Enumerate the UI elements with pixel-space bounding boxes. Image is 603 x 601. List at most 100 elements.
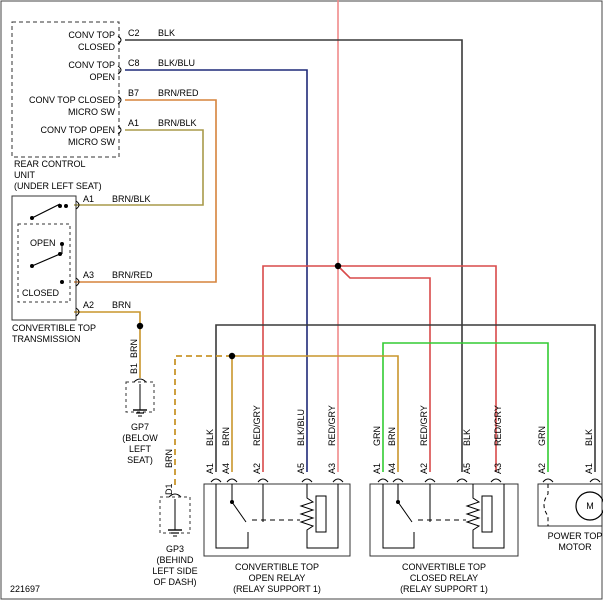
- closed-relay-pin-1: A1: [372, 463, 382, 474]
- rcu-pin1-connector: [117, 35, 122, 45]
- rcu-pin4-connector: [117, 125, 122, 135]
- wire-redgry-branch: [337, 265, 431, 472]
- open-relay-coil-body: [315, 495, 327, 533]
- wires: [74, 0, 596, 486]
- trans-label-2: TRANSMISSION: [12, 334, 81, 344]
- trans-pin2-connector: [75, 277, 80, 287]
- rcu-pin3-wire: BRN/RED: [158, 88, 199, 98]
- splice-brn-trans: [136, 322, 144, 330]
- motor-symbol-label: M: [586, 501, 594, 511]
- gp3-connector: [168, 493, 182, 498]
- gp7-label-3: LEFT: [129, 444, 152, 454]
- wire-blk-c2: [125, 39, 463, 472]
- splice-brn: [228, 352, 236, 360]
- ground-gp3: BRN D1 GP3 (BEHIND LEFT SIDE OF DASH): [152, 449, 197, 587]
- wire-brn-dashed: [174, 355, 232, 486]
- rcu-pin4-id: A1: [128, 118, 139, 128]
- open-relay-label-3: (RELAY SUPPORT 1): [233, 584, 321, 594]
- motor-pin-connectors: [542, 478, 601, 483]
- gp7-connector: [133, 378, 147, 383]
- wire-brnred-b7: [74, 99, 217, 283]
- open-relay-pin-3: A2: [252, 463, 262, 474]
- rcu-pin1-line1: CONV TOP: [68, 30, 115, 40]
- motor-wire-1: GRN: [537, 426, 547, 446]
- closed-relay-switch: [382, 484, 415, 549]
- rcu-pin2-id: C8: [128, 58, 140, 68]
- closed-relay-pin-connectors: [377, 478, 502, 483]
- open-relay-wire-3: RED/GRY: [252, 405, 262, 446]
- wire-brnblk-a1: [74, 129, 204, 206]
- gp7-label-1: GP7: [131, 422, 149, 432]
- gp3-label-1: GP3: [166, 544, 184, 554]
- closed-relay-label-2: CLOSED RELAY: [410, 573, 478, 583]
- splice-redgry: [334, 262, 342, 270]
- figure-id: 221697: [10, 584, 40, 594]
- gp3-label-2: (BEHIND: [156, 555, 194, 565]
- trans-switch-arm-lower: [31, 253, 61, 267]
- trans-closed-label: CLOSED: [22, 288, 60, 298]
- open-relay-pin-connectors: [210, 478, 344, 483]
- trans-pin1-id: A1: [83, 194, 94, 204]
- closed-relay-wire-4: BLK: [462, 429, 472, 446]
- gp3-pin: D1: [164, 483, 174, 495]
- open-relay-switch: [215, 484, 249, 549]
- trans-open-label: OPEN: [30, 238, 56, 248]
- trans-contact: [30, 216, 34, 220]
- open-relay: BLK BRN RED/GRY BLK/BLU RED/GRY A1 A4 A2…: [203, 405, 351, 594]
- open-relay-pin-2: A4: [221, 463, 231, 474]
- rcu-pin2-connector: [117, 65, 122, 75]
- convertible-top-transmission: OPEN CLOSED A1 BRN/BLK A3 BRN/RED A2 BRN…: [11, 194, 153, 344]
- rcu-pin4-line2: MICRO SW: [68, 137, 116, 147]
- rcu-pin3-line2: MICRO SW: [68, 107, 116, 117]
- open-relay-pin-4: A5: [296, 463, 306, 474]
- trans-contact: [64, 204, 68, 208]
- rcu-pin1-line2: CLOSED: [78, 42, 116, 52]
- motor-label-2: MOTOR: [558, 542, 592, 552]
- gp7-label-4: SEAT): [127, 455, 153, 465]
- trans-pin2-wire: BRN/RED: [112, 270, 153, 280]
- closed-relay-wire-3: RED/GRY: [419, 405, 429, 446]
- rear-control-unit: CONV TOP CLOSED C2 BLK CONV TOP OPEN C8 …: [11, 21, 199, 191]
- power-top-motor: GRN BLK A2 A1 M POWER TOP MOTOR: [537, 426, 603, 552]
- closed-relay-pin-3: A2: [419, 463, 429, 474]
- wire-redgry-bus: [262, 265, 338, 472]
- gp3-label-3: LEFT SIDE: [152, 566, 197, 576]
- ground-gp7: BRN B1 GP7 (BELOW LEFT SEAT): [122, 339, 158, 465]
- open-relay-label-1: CONVERTIBLE TOP: [235, 562, 319, 572]
- wire-brn-closed-a4: [232, 355, 399, 472]
- rcu-pin3-id: B7: [128, 88, 139, 98]
- closed-relay-wire-2: BRN: [387, 427, 397, 446]
- trans-outer-box: [11, 195, 77, 321]
- gp3-wire: BRN: [164, 449, 174, 468]
- rcu-label-3: (UNDER LEFT SEAT): [14, 181, 102, 191]
- rcu-pin3-connector: [117, 95, 122, 105]
- open-relay-pin-1: A1: [205, 463, 215, 474]
- closed-relay-coil: [429, 484, 505, 549]
- gp7-pin: B1: [129, 363, 139, 374]
- gp3-label-4: OF DASH): [153, 577, 196, 587]
- trans-pin3-id: A2: [83, 300, 94, 310]
- trans-pin1-wire: BRN/BLK: [112, 194, 151, 204]
- trans-inner-box: [17, 223, 71, 303]
- open-relay-coil: [262, 484, 339, 549]
- rcu-pin1-wire: BLK: [158, 28, 175, 38]
- wire-brn-trans-a2: [74, 311, 141, 378]
- motor-box: [537, 483, 603, 527]
- rcu-label-1: REAR CONTROL: [14, 159, 86, 169]
- trans-contact: [58, 252, 62, 256]
- open-relay-pin-5: A3: [327, 463, 337, 474]
- motor-lead: [543, 484, 549, 526]
- closed-relay-wire-5: RED/GRY: [493, 405, 503, 446]
- rcu-pin3-line1: CONV TOP CLOSED: [29, 95, 116, 105]
- closed-relay-coil-body: [481, 495, 493, 533]
- rcu-pin4-line1: CONV TOP OPEN: [40, 125, 115, 135]
- trans-contact: [30, 264, 34, 268]
- rcu-pin1-id: C2: [128, 28, 140, 38]
- rcu-box: [11, 21, 120, 158]
- trans-switch-arm-upper: [31, 203, 61, 219]
- closed-relay-pin-5: A3: [493, 463, 503, 474]
- closed-relay-label-3: (RELAY SUPPORT 1): [400, 584, 488, 594]
- rcu-label-2: UNIT: [14, 170, 35, 180]
